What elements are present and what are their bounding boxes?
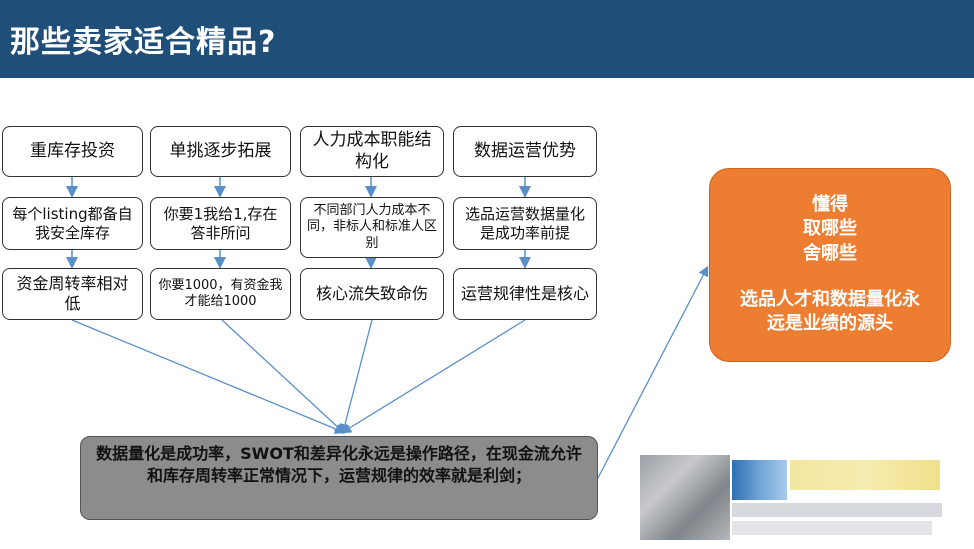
header-bar: 那些卖家适合精品? bbox=[0, 0, 974, 78]
col3-top-box: 人力成本职能结构化 bbox=[300, 126, 444, 177]
col2-top-text: 单挑逐步拓展 bbox=[169, 140, 272, 161]
col2-middle-text: 你要1我给1,存在答非所问 bbox=[163, 204, 278, 242]
blurred-watermark bbox=[640, 455, 945, 540]
col3-middle-text: 不同部门人力成本不同，非标人和标准人区别 bbox=[307, 203, 438, 251]
col4-bottom-box: 运营规律性是核心 bbox=[453, 268, 597, 320]
conclusion-text: 数据量化是成功率，SWOT和差异化永远是操作路径，在现金流允许和库存周转率正常情… bbox=[96, 444, 582, 486]
col3-middle-box: 不同部门人力成本不同，非标人和标准人区别 bbox=[300, 197, 444, 258]
col4-middle-box: 选品运营数据量化是成功率前提 bbox=[453, 197, 597, 250]
arrow-to-conclusion-2 bbox=[221, 319, 345, 434]
col2-middle-box: 你要1我给1,存在答非所问 bbox=[150, 197, 291, 250]
result-box: 懂得 取哪些 舍哪些 选品人才和数据量化永 远是业绩的源头 bbox=[709, 168, 951, 362]
page-title: 那些卖家适合精品? bbox=[10, 25, 277, 60]
col4-middle-text: 选品运营数据量化是成功率前提 bbox=[464, 204, 585, 242]
col2-top-box: 单挑逐步拓展 bbox=[150, 126, 291, 177]
col3-top-text: 人力成本职能结构化 bbox=[312, 130, 432, 172]
col1-bottom-box: 资金周转率相对低 bbox=[2, 268, 143, 320]
arrow-to-conclusion-3 bbox=[339, 319, 373, 435]
col2-bottom-text: 你要1000，有资金我才能给1000 bbox=[158, 277, 283, 309]
col4-top-box: 数据运营优势 bbox=[453, 126, 597, 177]
col1-middle-box: 每个listing都备自我安全库存 bbox=[2, 197, 143, 250]
col1-middle-text: 每个listing都备自我安全库存 bbox=[12, 204, 133, 242]
result-line-1: 懂得 bbox=[812, 194, 848, 215]
result-summary-1: 选品人才和数据量化永 bbox=[740, 288, 920, 310]
col1-top-box: 重库存投资 bbox=[2, 126, 143, 177]
col3-bottom-text: 核心流失致命伤 bbox=[315, 284, 428, 303]
arrow-to-conclusion-1 bbox=[71, 319, 346, 434]
col1-top-text: 重库存投资 bbox=[30, 140, 115, 161]
conclusion-box: 数据量化是成功率，SWOT和差异化永远是操作路径，在现金流允许和库存周转率正常情… bbox=[80, 436, 598, 520]
col3-bottom-box: 核心流失致命伤 bbox=[300, 268, 444, 320]
col1-bottom-text: 资金周转率相对低 bbox=[16, 274, 129, 313]
arrow-to-conclusion-4 bbox=[340, 319, 526, 434]
result-line-2: 取哪些 bbox=[803, 218, 857, 240]
col4-top-text: 数据运营优势 bbox=[474, 140, 576, 161]
result-summary-2: 远是业绩的源头 bbox=[767, 313, 893, 335]
arrow-to-result bbox=[597, 265, 709, 479]
result-line-3: 舍哪些 bbox=[803, 242, 857, 264]
col4-bottom-text: 运营规律性是核心 bbox=[460, 284, 589, 303]
col2-bottom-box: 你要1000，有资金我才能给1000 bbox=[150, 268, 291, 320]
